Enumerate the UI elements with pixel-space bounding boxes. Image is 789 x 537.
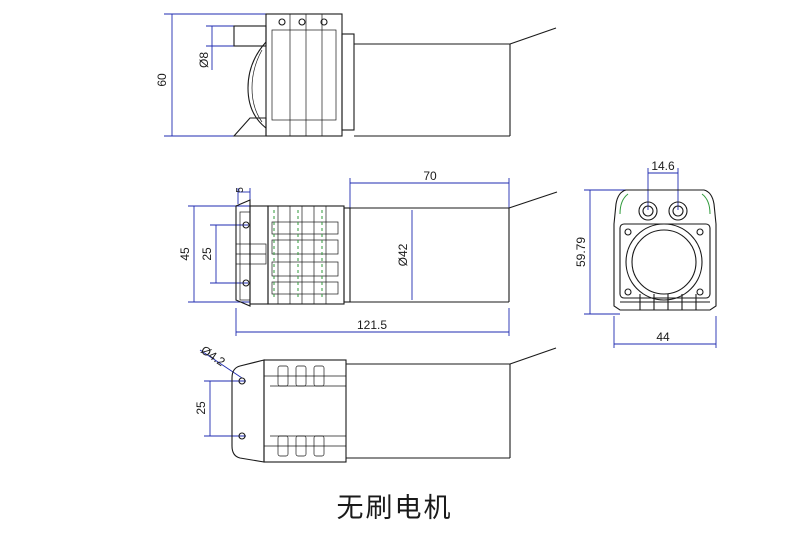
dim-front-dia: Ø42	[396, 243, 410, 266]
dim-top-shaft: Ø8	[197, 52, 211, 68]
dim-side-hole-spacing: 14.6	[651, 159, 675, 173]
dim-top-height: 60	[155, 73, 169, 87]
side-view: 14.6 59.79 44	[574, 159, 717, 348]
dim-side-height: 59.79	[574, 237, 588, 267]
dim-bottom-hole-spacing: 25	[194, 401, 208, 415]
dim-front-total-length: 121.5	[357, 318, 387, 332]
dim-front-hole-spacing: 25	[200, 247, 214, 261]
drawing-caption: 无刷电机	[336, 493, 453, 524]
dim-front-slot: 5	[235, 187, 246, 193]
dim-side-width: 44	[656, 330, 670, 344]
bottom-view: Ø4.2 25	[194, 343, 557, 463]
dim-front-height: 45	[178, 247, 192, 261]
front-view: 70 5 45 25	[178, 169, 558, 336]
top-view: 60 Ø8	[155, 13, 557, 137]
dim-front-body-length: 70	[423, 169, 437, 183]
